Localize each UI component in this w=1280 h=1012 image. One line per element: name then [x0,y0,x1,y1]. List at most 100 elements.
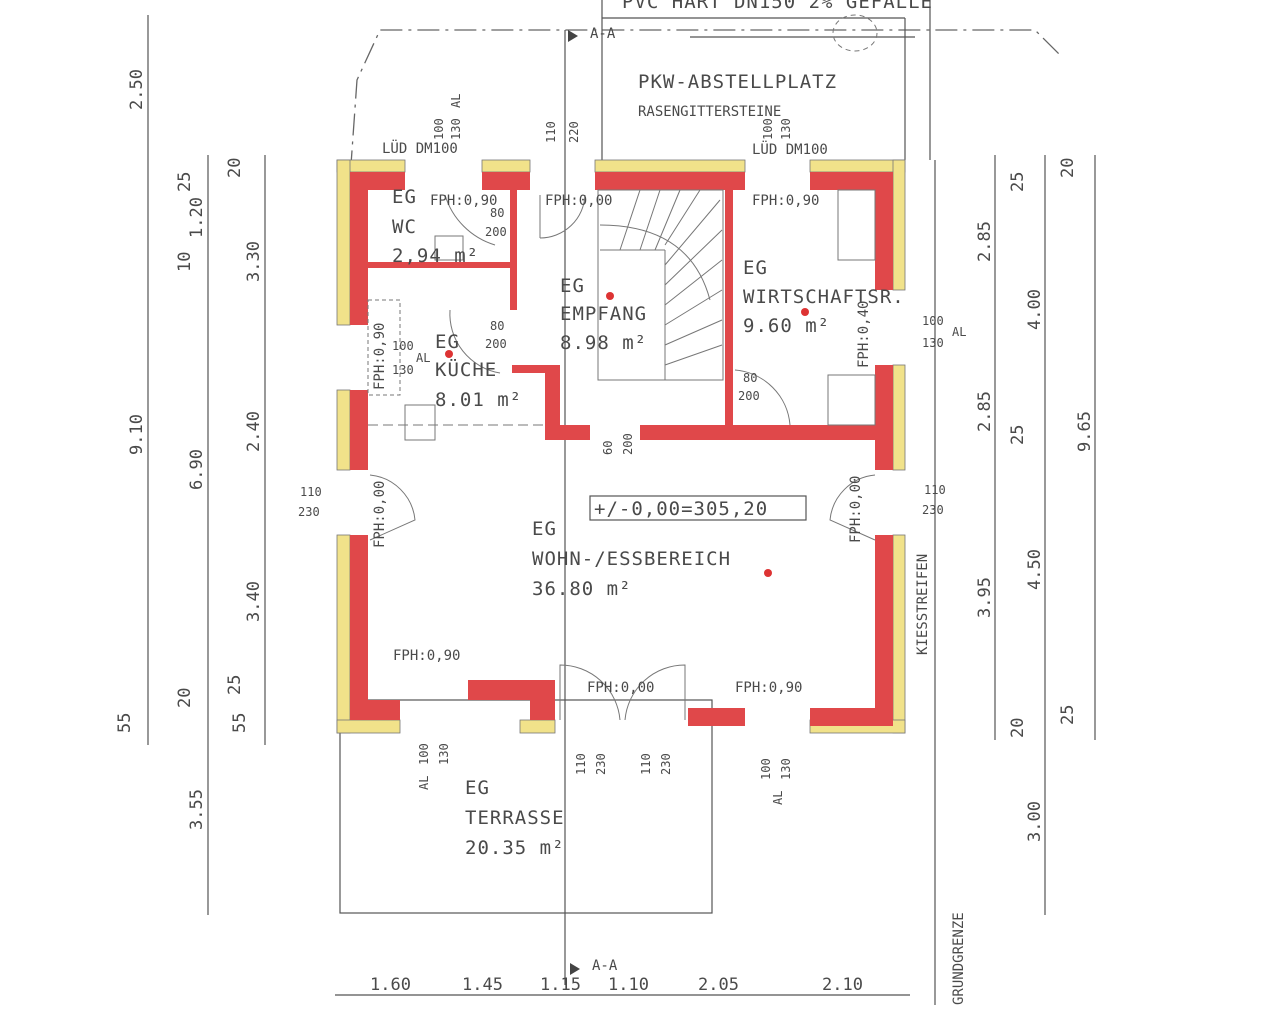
svg-text:9.65: 9.65 [1075,411,1095,452]
svg-text:25: 25 [175,172,195,192]
svg-text:230: 230 [594,753,608,775]
svg-text:100: 100 [432,118,446,140]
svg-text:3.95: 3.95 [975,577,995,618]
room-area-kueche: 8.01 m² [435,389,522,411]
fph-label: FPH:0,90 [752,193,819,209]
room-name-wohnen: WOHN-/ESSBEREICH [532,548,731,570]
svg-text:25: 25 [1058,705,1078,725]
section-arrow-icon [570,963,580,975]
level-box [589,495,807,521]
svg-text:1.20: 1.20 [187,197,207,238]
svg-text:80: 80 [743,371,757,385]
svg-text:220: 220 [567,121,581,143]
room-floor: EG [465,777,490,799]
room-name-wirtschaft: WIRTSCHAFTSR. [743,286,905,308]
room-floor: EG [532,518,557,540]
svg-text:4.50: 4.50 [1025,549,1045,590]
pipe-note: PVC HART DN150 2% GEFÄLLE [622,0,933,13]
svg-text:200: 200 [738,389,760,403]
room-name-empfang: EMPFANG [560,303,647,325]
svg-text:20: 20 [1008,718,1028,738]
svg-text:100: 100 [761,118,775,140]
property-line-label: GRUNDGRENZE [951,912,967,1005]
staircase [597,189,724,381]
svg-text:130: 130 [922,336,944,350]
svg-text:20: 20 [1058,158,1078,178]
svg-text:2.10: 2.10 [822,975,863,995]
svg-text:AL: AL [952,325,966,339]
room-area-terrasse: 20.35 m² [465,837,565,859]
room-name-wc: WC [392,216,417,238]
svg-text:2.50: 2.50 [127,69,147,110]
fph-label: FPH:0,90 [393,648,460,664]
dimension-lines [147,15,1096,996]
svg-text:200: 200 [485,337,507,351]
svg-text:20: 20 [175,688,195,708]
svg-text:3.00: 3.00 [1025,801,1045,842]
svg-text:AL: AL [416,351,430,365]
section-marker-bottom: A-A [592,958,618,974]
svg-text:55: 55 [230,713,250,733]
svg-text:110: 110 [544,121,558,143]
room-floor: EG [392,186,417,208]
svg-text:20: 20 [225,158,245,178]
fph-label: FPH:0,00 [848,476,864,543]
svg-text:2.05: 2.05 [698,975,739,995]
svg-text:2.85: 2.85 [975,221,995,262]
parking-subtitle: RASENGITTERSTEINE [638,104,781,120]
room-area-wirtschaft: 9.60 m² [743,315,830,337]
room-name-terrasse: TERRASSE [465,807,565,829]
svg-text:130: 130 [449,118,463,140]
svg-text:100: 100 [922,314,944,328]
room-floor: EG [435,331,460,353]
svg-text:130: 130 [437,743,451,765]
svg-text:3.30: 3.30 [244,241,264,282]
level-reference: +/-0,00=305,20 [594,498,768,520]
svg-text:200: 200 [621,433,635,455]
svg-text:130: 130 [779,118,793,140]
svg-text:AL: AL [771,791,785,805]
svg-text:110: 110 [574,753,588,775]
svg-text:2.85: 2.85 [975,391,995,432]
svg-text:110: 110 [639,753,653,775]
svg-text:4.00: 4.00 [1025,289,1045,330]
svg-text:AL: AL [417,776,431,790]
svg-text:10: 10 [175,252,195,272]
svg-text:1.10: 1.10 [608,975,649,995]
dimension-labels: 2.50 9.10 55 25 1.20 10 6.90 20 3.55 20 … [115,69,1095,995]
fph-label: FPH:0,40 [856,301,872,368]
door-swings [367,189,876,721]
svg-text:230: 230 [659,753,673,775]
fph-label: FPH:0,00 [587,680,654,696]
svg-text:9.10: 9.10 [127,414,147,455]
svg-text:200: 200 [485,225,507,239]
svg-text:130: 130 [392,363,414,377]
opening-dimensions: 100 130 AL 110 220 100 130 80 200 80 200… [298,94,966,805]
fph-label: FPH:0,00 [372,481,388,548]
svg-text:6.90: 6.90 [187,449,207,490]
walls [350,172,893,726]
svg-text:80: 80 [490,319,504,333]
svg-text:80: 80 [490,206,504,220]
downpipe-label: LÜD DM100 [752,140,828,158]
fph-label: FPH:0,90 [372,323,388,390]
svg-text:3.40: 3.40 [244,581,264,622]
room-area-empfang: 8.98 m² [560,332,647,354]
svg-text:60: 60 [601,441,615,455]
svg-text:3.55: 3.55 [187,789,207,830]
svg-text:1.45: 1.45 [462,975,503,995]
room-floor: EG [560,275,585,297]
section-marker-top: A-A [590,26,616,42]
svg-text:25: 25 [225,675,245,695]
svg-text:230: 230 [922,503,944,517]
svg-text:100: 100 [759,758,773,780]
svg-text:1.60: 1.60 [370,975,411,995]
room-name-kueche: KÜCHE [435,358,497,381]
svg-text:25: 25 [1008,425,1028,445]
room-area-wohnen: 36.80 m² [532,578,632,600]
fph-label: FPH:0,90 [430,193,497,209]
downpipe-label: LÜD DM100 [382,139,458,157]
svg-text:AL: AL [449,94,463,108]
svg-text:130: 130 [779,758,793,780]
